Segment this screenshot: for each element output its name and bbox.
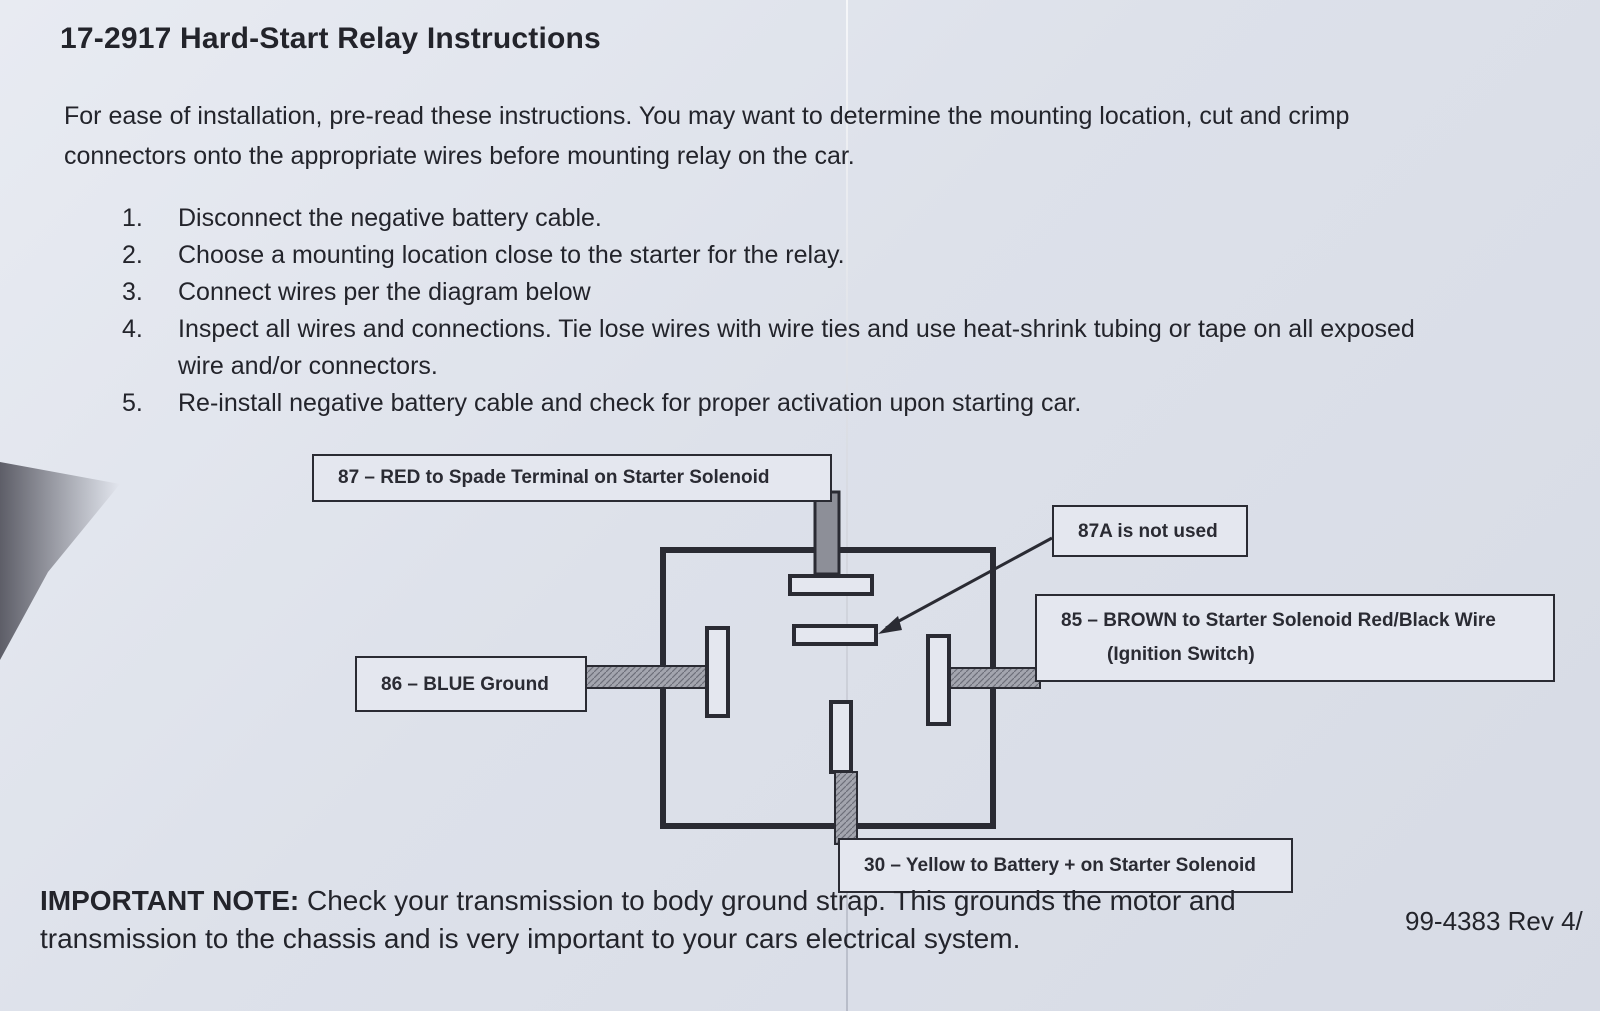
terminal-86 [705,626,730,718]
wire-87 [813,490,841,576]
important-note: IMPORTANT NOTE: Check your transmission … [40,882,1340,958]
step-item: 2. Choose a mounting location close to t… [122,237,1582,274]
step-item: 4. Inspect all wires and connections. Ti… [122,311,1582,348]
step-number: 1. [122,204,143,232]
wire-85 [947,667,1041,689]
arrowhead-icon [878,616,902,634]
step-text: Re-install negative battery cable and ch… [178,389,1082,417]
intro-line-2: connectors onto the appropriate wires be… [64,142,855,170]
step-continuation: wire and/or connectors. [178,352,438,380]
label-30: 30 – Yellow to Battery + on Starter Sole… [838,838,1293,893]
terminal-85 [926,634,951,726]
important-note-line-1: IMPORTANT NOTE: Check your transmission … [40,882,1340,920]
step-item: 5. Re-install negative battery cable and… [122,385,1582,422]
wire-30 [834,771,858,845]
important-note-line-2: transmission to the chassis and is very … [40,923,1021,954]
terminal-87a [792,624,878,646]
step-item: 1. Disconnect the negative battery cable… [122,200,1582,237]
label-87a: 87A is not used [1052,505,1248,557]
step-number: 2. [122,241,143,269]
label-85: 85 – BROWN to Starter Solenoid Red/Black… [1035,594,1555,682]
step-text: Disconnect the negative battery cable. [178,204,602,232]
step-text: Inspect all wires and connections. Tie l… [178,315,1415,343]
important-note-label: IMPORTANT NOTE: [40,885,300,916]
pointer-line-87a [885,536,1053,630]
step-number: 5. [122,389,143,417]
paper-crease [846,0,848,1011]
step-item: 3. Connect wires per the diagram below [122,274,1582,311]
step-number: 4. [122,315,143,343]
step-number: 3. [122,278,143,306]
intro-line-1: For ease of installation, pre-read these… [64,102,1350,130]
step-text: Connect wires per the diagram below [178,278,591,306]
label-86: 86 – BLUE Ground [355,656,587,712]
step-text: Choose a mounting location close to the … [178,241,845,269]
label-85-line-2: (Ignition Switch) [1107,644,1255,665]
steps-list: 1. Disconnect the negative battery cable… [122,200,1582,422]
revision-number: 99-4383 Rev 4/ [1405,906,1583,936]
document-title: 17-2917 Hard-Start Relay Instructions [60,22,601,55]
intro-paragraph: For ease of installation, pre-read these… [64,96,1564,176]
wire-86 [584,665,710,689]
important-note-text: Check your transmission to body ground s… [299,885,1236,916]
label-85-line-1: 85 – BROWN to Starter Solenoid Red/Black… [1061,610,1496,631]
label-87: 87 – RED to Spade Terminal on Starter So… [312,454,832,502]
terminal-30 [829,700,853,774]
terminal-87 [788,574,874,596]
